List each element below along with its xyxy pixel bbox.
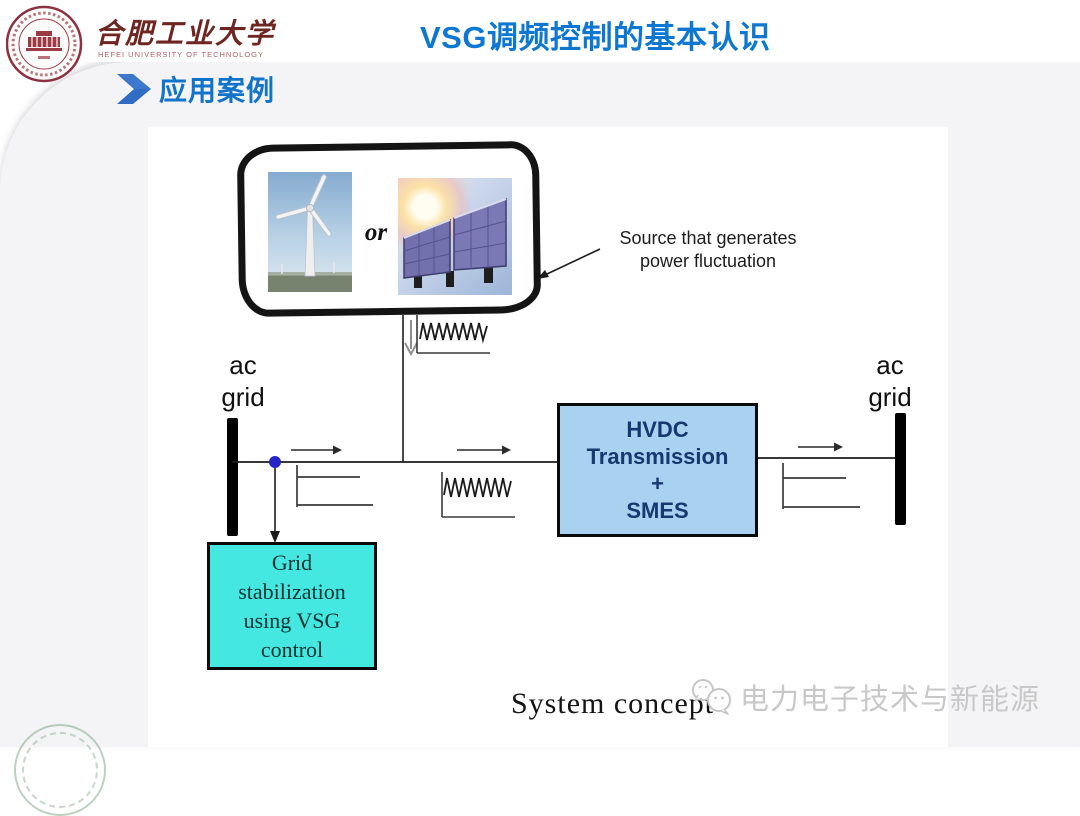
hvdc-box-line3: + bbox=[651, 471, 664, 496]
hvdc-box-line1: HVDC bbox=[626, 417, 689, 442]
junction-node bbox=[269, 456, 281, 468]
wechat-icon bbox=[692, 679, 731, 715]
figure-caption: System concept bbox=[511, 687, 715, 720]
left-bus-bar bbox=[227, 418, 238, 536]
annotation-arrow bbox=[537, 248, 601, 279]
vsg-box-line1: Grid bbox=[271, 550, 313, 575]
or-label: or bbox=[364, 219, 388, 246]
source-annotation-line1: Source that generates bbox=[619, 228, 797, 248]
university-name-cn: 合肥工业大学 bbox=[95, 19, 276, 50]
smooth-power-waveform-right bbox=[782, 463, 860, 509]
ac-grid-right-line1: ac bbox=[876, 350, 904, 380]
right-bus-bar bbox=[895, 413, 906, 525]
seal-watermark-icon bbox=[14, 724, 106, 816]
system-concept-figure: or Source that generates power fluctuati… bbox=[148, 127, 948, 747]
ac-grid-left-line2: grid bbox=[221, 382, 265, 412]
seal-watermark-inner-ring bbox=[22, 732, 98, 808]
vsg-control-box: Grid stabilization using VSG control bbox=[207, 542, 377, 670]
vsg-branch-arrow bbox=[270, 468, 280, 543]
vsg-box-line2: stabilization bbox=[238, 579, 346, 604]
section-header: 应用案例 bbox=[117, 73, 275, 106]
power-flow-arrow-middle bbox=[457, 445, 511, 455]
section-title: 应用案例 bbox=[159, 75, 276, 106]
power-flow-arrow-left bbox=[291, 445, 342, 455]
hvdc-smes-box: HVDC Transmission + SMES bbox=[557, 403, 758, 537]
wind-turbine-image bbox=[268, 172, 352, 292]
fluctuating-power-waveform-middle bbox=[441, 472, 515, 518]
slide-title: VSG调频控制的基本认识 bbox=[420, 20, 771, 55]
hvdc-box-line2: Transmission bbox=[586, 444, 729, 469]
source-annotation: Source that generates power fluctuation bbox=[600, 227, 816, 273]
solar-panel-image bbox=[398, 178, 512, 295]
power-injection-arrow bbox=[404, 320, 418, 357]
diagram-line-art bbox=[227, 248, 906, 543]
channel-watermark: 电力电子技术与新能源 bbox=[690, 676, 1040, 718]
vsg-box-line3: using VSG bbox=[243, 608, 341, 633]
university-seal-icon bbox=[6, 5, 83, 83]
ac-grid-label-right: ac grid bbox=[854, 349, 926, 413]
slide-header: 合肥工业大学 HEFEI UNIVERSITY OF TECHNOLOGY VS… bbox=[0, 0, 1080, 83]
smooth-power-waveform-left bbox=[296, 465, 373, 507]
fluctuating-power-waveform-top bbox=[416, 315, 490, 354]
ac-grid-right-line2: grid bbox=[868, 382, 912, 412]
power-flow-arrow-right bbox=[798, 442, 843, 452]
wind-turbine-graphic bbox=[268, 174, 352, 292]
vsg-box-line4: control bbox=[260, 637, 324, 662]
ac-grid-left-line1: ac bbox=[229, 350, 257, 380]
hvdc-box-line4: SMES bbox=[626, 498, 689, 523]
source-annotation-line2: power fluctuation bbox=[639, 251, 777, 271]
solar-panel-graphic bbox=[403, 197, 507, 288]
chevron-arrow-icon bbox=[117, 74, 151, 104]
university-name-en: HEFEI UNIVERSITY OF TECHNOLOGY bbox=[98, 50, 264, 59]
channel-watermark-text: 电力电子技术与新能源 bbox=[740, 684, 1041, 716]
ac-grid-label-left: ac grid bbox=[207, 349, 279, 413]
